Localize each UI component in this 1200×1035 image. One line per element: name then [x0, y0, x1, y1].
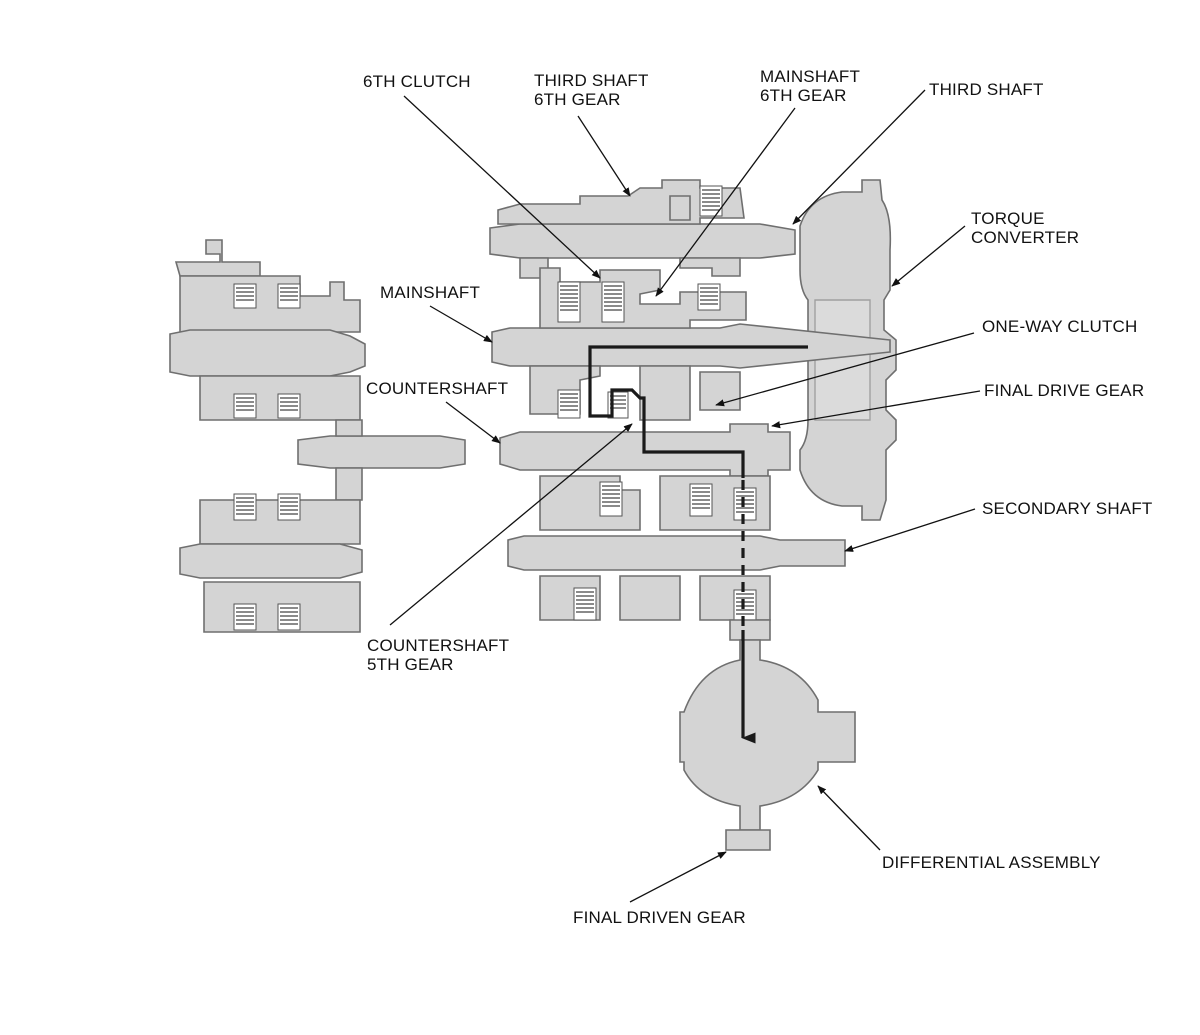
leader-final-driven-gear — [629, 851, 727, 903]
label-line: CONVERTER — [971, 228, 1080, 247]
label-torque-converter: TORQUE CONVERTER — [971, 209, 1079, 247]
leader-secondary-shaft — [844, 508, 976, 552]
leader-one-way-clutch — [715, 332, 975, 407]
power-flow-path — [588, 345, 808, 744]
label-6th-clutch: 6TH CLUTCH — [363, 72, 471, 91]
leader-mainshaft-6th-gear — [655, 107, 796, 297]
label-differential-assembly: DIFFERENTIAL ASSEMBLY — [882, 853, 1101, 872]
left-offset-shaft-view — [169, 239, 466, 633]
leader-countershaft-5th-gear — [389, 423, 633, 626]
label-mainshaft: MAINSHAFT — [380, 283, 481, 302]
leader-lines — [389, 89, 981, 903]
label-line: 6TH GEAR — [534, 90, 621, 109]
label-line: 5TH GEAR — [367, 655, 454, 674]
leader-third-shaft-6th-gear — [577, 115, 631, 197]
label-line: TORQUE — [971, 209, 1045, 228]
label-countershaft: COUNTERSHAFT — [366, 379, 509, 398]
leader-final-drive-gear — [771, 390, 981, 429]
label-line: 6TH GEAR — [760, 86, 847, 105]
label-line: COUNTERSHAFT — [367, 636, 510, 655]
leader-6th-clutch — [403, 95, 601, 279]
label-mainshaft-6th-gear: MAINSHAFT 6TH GEAR — [760, 67, 860, 105]
leader-mainshaft — [429, 305, 493, 343]
label-line: MAINSHAFT — [760, 67, 861, 86]
label-final-drive-gear: FINAL DRIVE GEAR — [984, 381, 1145, 400]
label-one-way-clutch: ONE-WAY CLUTCH — [982, 317, 1138, 336]
leader-torque-converter — [891, 225, 966, 287]
secondary-shaft-assembly — [507, 475, 846, 623]
differential-assembly — [679, 619, 856, 851]
label-countershaft-5th-gear: COUNTERSHAFT 5TH GEAR — [367, 636, 509, 674]
label-final-driven-gear: FINAL DRIVEN GEAR — [573, 908, 746, 927]
leader-third-shaft — [792, 89, 926, 225]
label-line: THIRD SHAFT — [534, 71, 649, 90]
label-third-shaft: THIRD SHAFT — [929, 80, 1044, 99]
label-third-shaft-6th-gear: THIRD SHAFT 6TH GEAR — [534, 71, 649, 109]
leader-countershaft — [445, 401, 501, 444]
label-secondary-shaft: SECONDARY SHAFT — [982, 499, 1153, 518]
third-shaft-assembly — [489, 179, 796, 279]
leader-differential-assembly — [817, 785, 881, 851]
